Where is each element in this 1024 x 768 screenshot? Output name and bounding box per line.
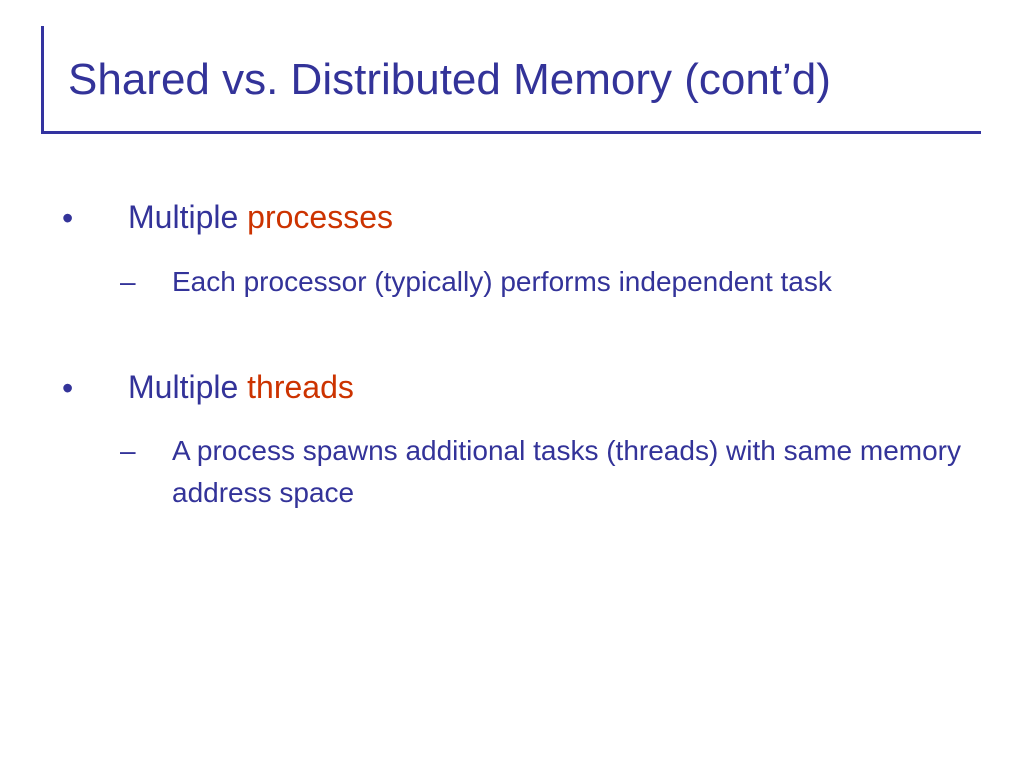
- bullet-item-processes: Multiple processes: [128, 197, 393, 237]
- bullet-highlight: threads: [247, 369, 354, 405]
- bullet-prefix: Multiple: [128, 369, 248, 405]
- slide-title: Shared vs. Distributed Memory (cont’d): [68, 55, 831, 104]
- title-rule-vertical: [41, 26, 44, 133]
- sub-bullet-marker: –: [120, 266, 136, 297]
- title-rule-horizontal: [41, 131, 981, 134]
- bullet-highlight: processes: [247, 199, 393, 235]
- bullet-prefix: Multiple: [128, 199, 248, 235]
- bullet-marker: •: [62, 370, 74, 406]
- bullet-item-threads: Multiple threads: [128, 367, 354, 407]
- sub-bullet-text: Each processor (typically) performs inde…: [172, 266, 832, 297]
- sub-bullet-marker: –: [120, 435, 136, 466]
- bullet-marker: •: [62, 200, 74, 236]
- sub-bullet-text: A process spawns additional tasks (threa…: [172, 435, 961, 508]
